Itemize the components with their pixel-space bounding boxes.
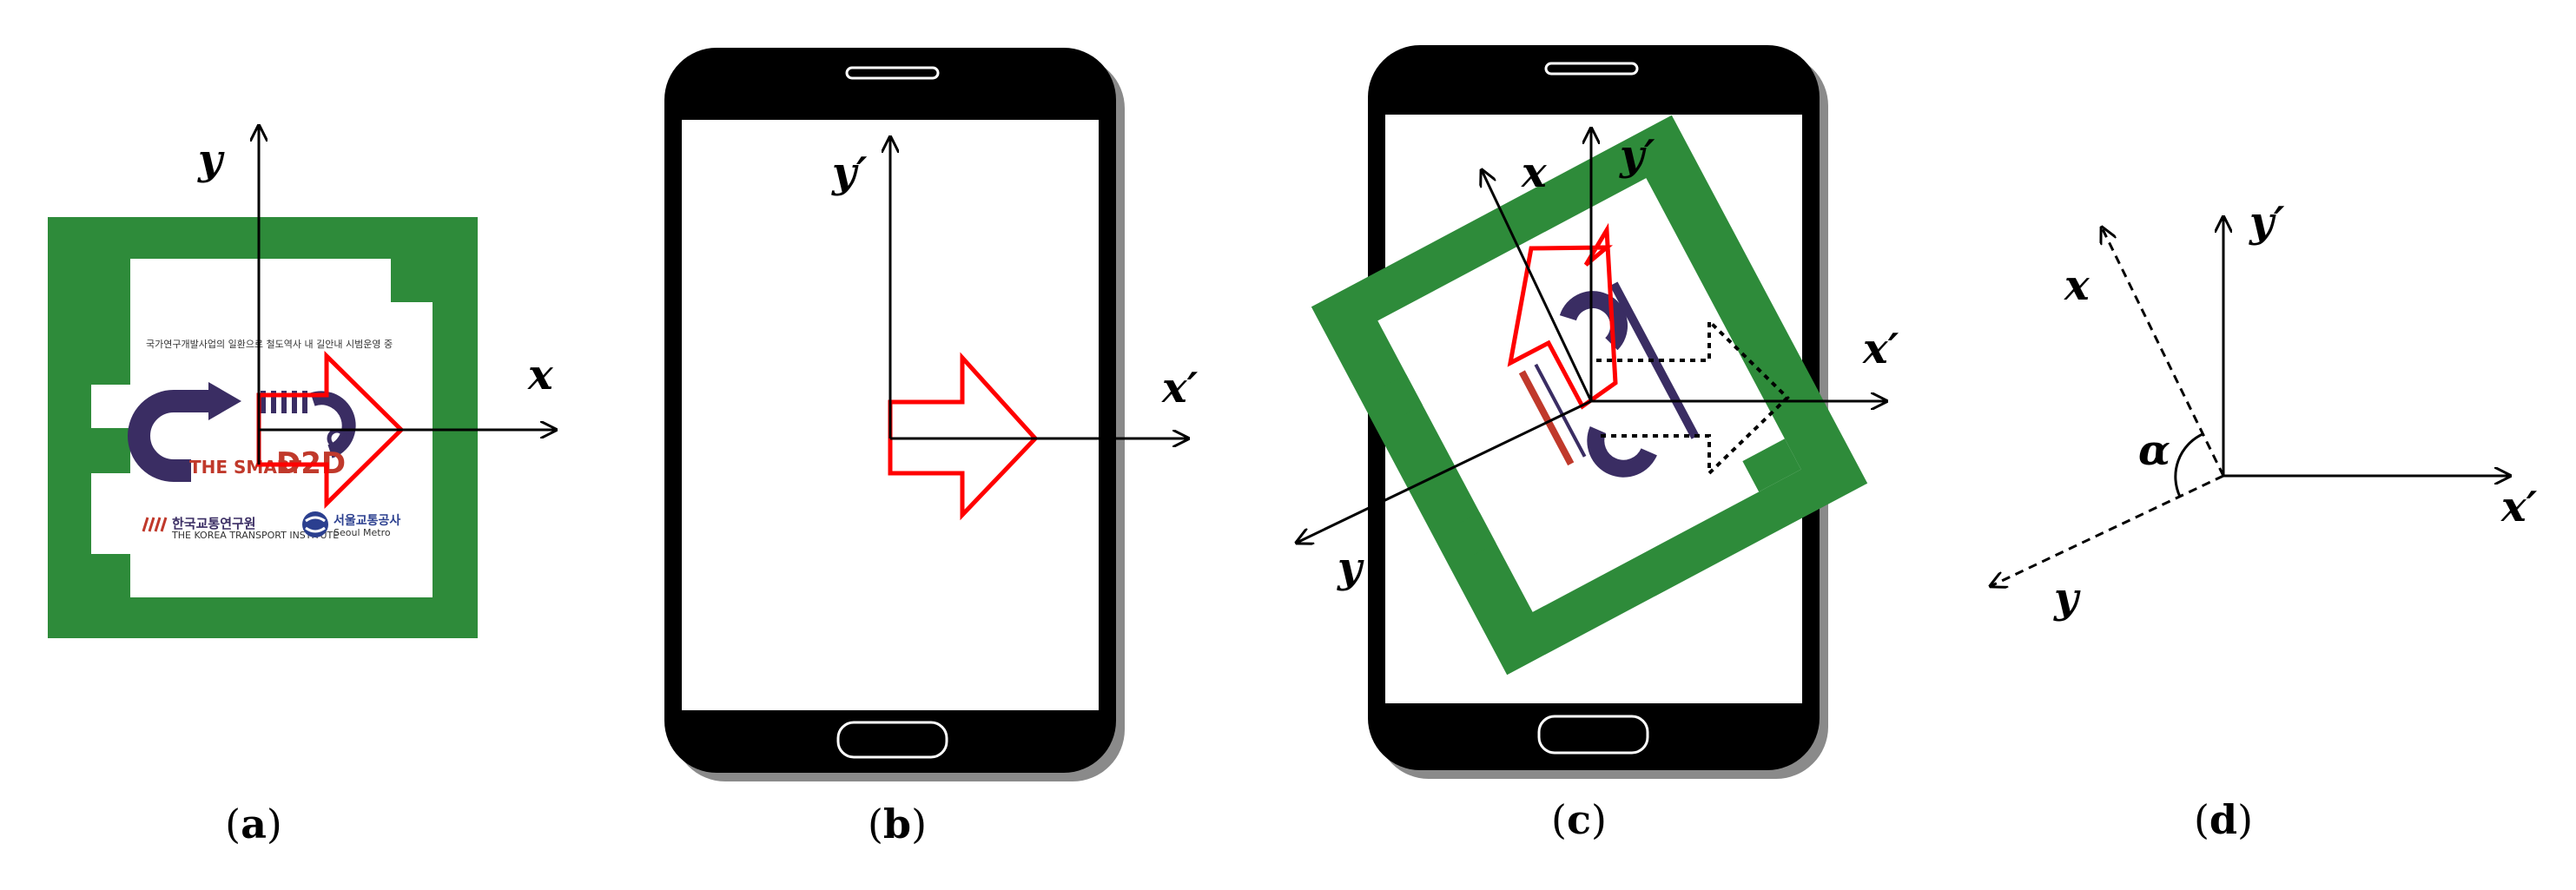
caption-c-letter: c [1567,796,1591,843]
axis-y-label-d: y [2053,574,2081,623]
axis-x-arrow-c [1482,170,1593,402]
axis-x-prime-label-d: x′ [2500,483,2538,531]
caption-b: (b) [868,801,927,847]
axis-y-prime-label-b: y′ [831,148,868,197]
logo-left-text: 한국교통연구원 [172,516,256,531]
phone-b-home-button [836,721,948,759]
axis-y-label: y [197,135,225,184]
caption-b-letter: b [883,801,911,847]
red-direction-arrow [256,351,405,509]
krti-logo: 한국교통연구원 THE KOREA TRANSPORT INSTITUTE [142,516,339,541]
phone-b-speaker [845,66,940,80]
panel-c: x y′ x′ y (c) [1297,45,1899,843]
axis-x-dashed-arrow-d [2102,227,2225,477]
axis-y-dashed-arrow-d [1991,474,2224,586]
axis-x-prime-label-c: x′ [1862,325,1899,373]
red-direction-arrow-c [1507,222,1618,410]
uturn-arrow-icon [128,382,241,482]
panel-b: y′ x′ (b) [664,48,1199,847]
axis-x-label: x [527,351,554,399]
logo-left-sub: THE KOREA TRANSPORT INSTITUTE [171,530,339,541]
brand-prefix: THE SMART [189,457,301,478]
phone-c-home-button [1537,715,1649,755]
phone-b [664,48,1125,781]
dotted-projection-arrow [1596,317,1790,478]
angle-label: α [2138,426,2170,475]
qr-marker: 국가연구개발사업의 일환으로 철도역사 내 길안내 시범운영 중 THE SMA… [48,217,478,638]
red-direction-arrow-b [888,352,1039,521]
rotated-loop-icon [1587,426,1657,478]
marker-white-area [91,259,433,597]
caption-c: (c) [1551,796,1607,843]
caption-a-letter: a [241,801,267,847]
phone-c-speaker [1544,62,1639,76]
axis-x-label-c: x [1521,148,1548,197]
seoul-metro-logo: 서울교통공사 Seoul Metro [302,511,400,538]
axis-y-arrow-c [1297,399,1592,543]
axis-y-label-c: y [1337,544,1364,592]
panel-d: α x y′ x′ y (d) [1991,198,2538,843]
axis-x-label-d: x [2064,261,2091,310]
stripe-pattern [261,391,307,413]
marker-top-text: 국가연구개발사업의 일환으로 철도역사 내 길안내 시범운영 중 [146,338,393,350]
logo-right-sub: Seoul Metro [334,527,391,538]
rotated-uturn-icon [1559,291,1628,351]
logo-right-text: 서울교통공사 [334,513,400,528]
panel-a: 국가연구개발사업의 일환으로 철도역사 내 길안내 시범운영 중 THE SMA… [48,126,556,847]
axis-x-prime-label-b: x′ [1161,364,1199,412]
axis-y-prime-label-c: y′ [1619,131,1655,180]
caption-a: (a) [225,801,282,847]
axis-y-prime-label-d: y′ [2249,198,2285,247]
caption-d-letter: d [2209,796,2237,843]
angle-arc [2174,432,2203,498]
caption-d: (d) [2194,796,2253,843]
